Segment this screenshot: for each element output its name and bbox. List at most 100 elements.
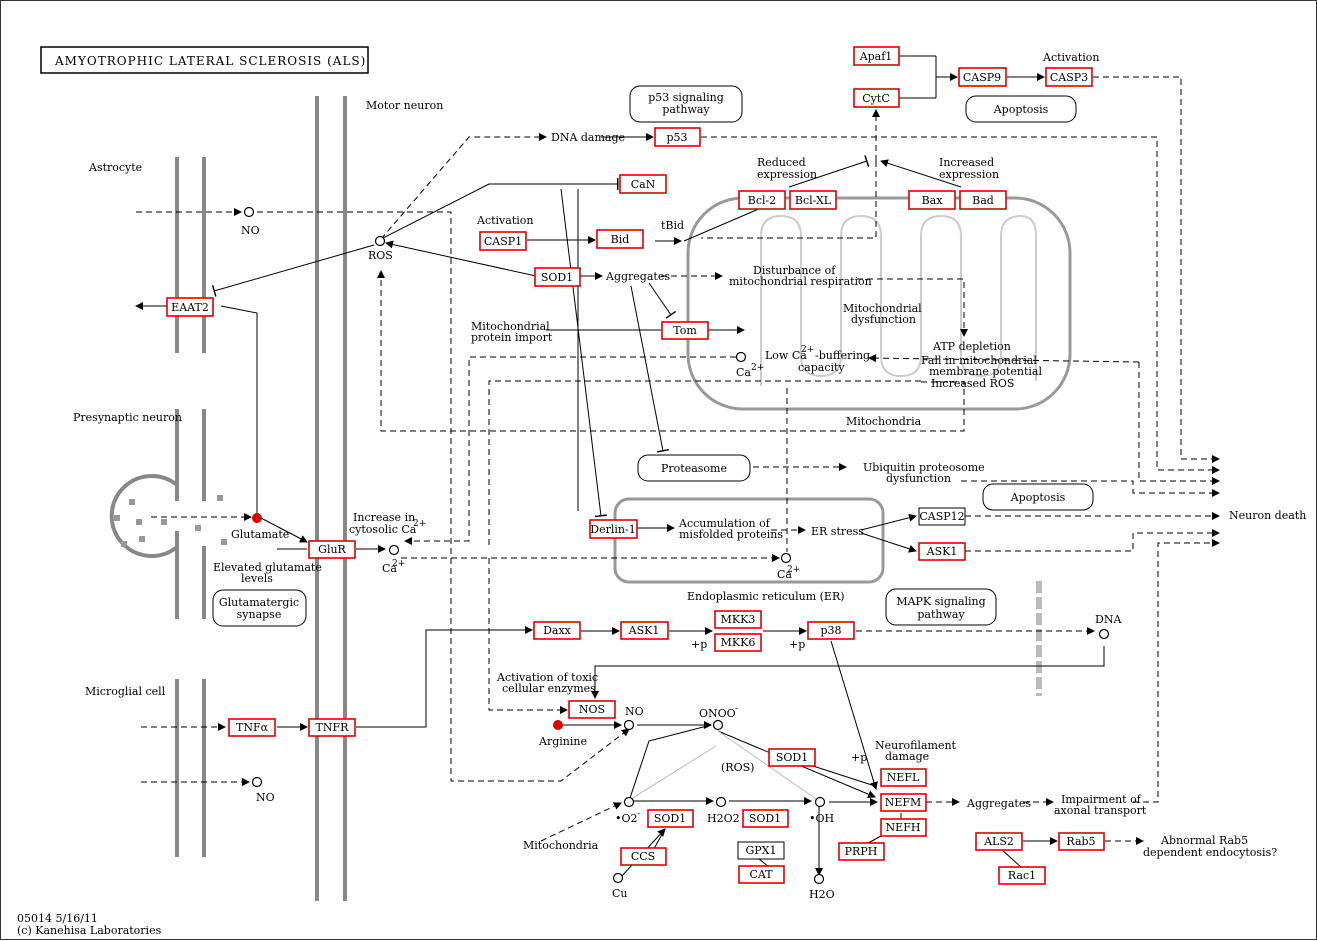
svg-text:dysfunction: dysfunction <box>851 313 916 326</box>
pathway-apoptosis-top[interactable]: Apoptosis <box>965 95 1077 123</box>
svg-text:Tom: Tom <box>673 324 697 337</box>
gene-nos[interactable]: NOS <box>568 700 616 719</box>
svg-text:Activation: Activation <box>1042 51 1099 64</box>
svg-text:Activation of toxic: Activation of toxic <box>496 671 598 684</box>
svg-text:ROS: ROS <box>368 249 393 262</box>
svg-text:MAPK signaling: MAPK signaling <box>896 595 985 608</box>
svg-text:membrane potential: membrane potential <box>929 365 1042 378</box>
gene-sod1-h2o2[interactable]: SOD1 <box>742 809 789 828</box>
gene-tnfa[interactable]: TNFα <box>228 718 276 737</box>
gene-casp12[interactable]: CASP12 <box>918 507 966 526</box>
svg-text:CaN: CaN <box>631 178 656 191</box>
gene-bad[interactable]: Bad <box>959 190 1007 210</box>
svg-text:Microglial cell: Microglial cell <box>85 685 166 698</box>
gene-rab5[interactable]: Rab5 <box>1058 832 1105 851</box>
svg-text:2+: 2+ <box>751 363 764 373</box>
svg-text:NEFH: NEFH <box>886 821 921 834</box>
gene-derlin1[interactable]: Derlin-1 <box>589 519 638 539</box>
gene-glur[interactable]: GluR <box>308 540 356 559</box>
svg-text:cytosolic Ca: cytosolic Ca <box>349 523 417 536</box>
gene-nefh[interactable]: NEFH <box>880 818 927 837</box>
compound-no-astrocyte <box>243 206 255 218</box>
gene-casp1[interactable]: CASP1 <box>479 231 527 251</box>
svg-text:pathway: pathway <box>917 608 965 621</box>
svg-text:Fall in mitochondrial: Fall in mitochondrial <box>921 354 1037 367</box>
svg-text:ER stress: ER stress <box>811 525 864 538</box>
compound-arginine <box>553 720 563 730</box>
gene-bax[interactable]: Bax <box>908 190 956 210</box>
compound-hydroxyl <box>814 796 826 808</box>
svg-text:-buffering: -buffering <box>815 349 870 362</box>
gene-als2[interactable]: ALS2 <box>975 832 1023 851</box>
gene-rac1[interactable]: Rac1 <box>998 866 1046 885</box>
presynaptic-terminal <box>109 474 227 558</box>
svg-text:Derlin-1: Derlin-1 <box>590 523 635 536</box>
svg-text:NO: NO <box>241 224 260 237</box>
svg-text:Bax: Bax <box>922 194 944 207</box>
svg-text:MKK3: MKK3 <box>721 613 756 626</box>
svg-text:CASP9: CASP9 <box>963 71 1001 84</box>
gene-p53[interactable]: p53 <box>654 127 701 147</box>
svg-text:Mitochondrial: Mitochondrial <box>843 302 922 315</box>
compound-ca-mito <box>735 351 747 363</box>
compound-no-microglia <box>251 776 263 788</box>
svg-text:DNA: DNA <box>1095 613 1122 626</box>
compound-superoxide <box>623 796 635 808</box>
gene-mkk3[interactable]: MKK3 <box>714 610 762 629</box>
svg-text:+p: +p <box>691 638 707 651</box>
diagram-labels: Activation Motor neuron Astrocyte NO DNA… <box>17 51 1306 937</box>
gene-sod1-onoo[interactable]: SOD1 <box>768 748 816 767</box>
gene-bid[interactable]: Bid <box>596 229 644 249</box>
svg-text:DNA damage: DNA damage <box>551 131 625 144</box>
svg-text:Astrocyte: Astrocyte <box>88 161 142 174</box>
gene-gpx1[interactable]: GPX1 <box>737 841 785 860</box>
svg-text:GPX1: GPX1 <box>745 844 776 857</box>
gene-nefl[interactable]: NEFL <box>880 768 927 787</box>
gene-prph[interactable]: PRPH <box>838 842 885 861</box>
svg-text:capacity: capacity <box>798 361 845 374</box>
svg-text:p38: p38 <box>820 624 841 637</box>
footer-code: 05014 5/16/11 <box>17 912 98 925</box>
gene-ccs[interactable]: CCS <box>620 847 667 866</box>
gene-nefm[interactable]: NEFM <box>880 793 927 812</box>
svg-text:Reduced: Reduced <box>757 156 806 169</box>
gene-casp3[interactable]: CASP3 <box>1045 67 1093 87</box>
svg-text:p53: p53 <box>666 131 687 144</box>
compound-ca-glur <box>388 544 400 556</box>
gene-cytc[interactable]: CytC <box>853 88 900 108</box>
pathway-proteasome[interactable]: Proteasome <box>637 454 751 482</box>
gene-apaf1[interactable]: Apaf1 <box>853 46 900 66</box>
gene-ask1[interactable]: ASK1 <box>620 621 669 640</box>
gene-tom[interactable]: Tom <box>661 321 709 340</box>
gene-mkk6[interactable]: MKK6 <box>714 633 762 652</box>
gene-can[interactable]: CaN <box>619 174 667 194</box>
svg-text:ATP depletion: ATP depletion <box>932 340 1011 353</box>
svg-text:Ca: Ca <box>777 568 792 581</box>
svg-text:Bcl-2: Bcl-2 <box>748 194 776 207</box>
gene-bclxl[interactable]: Bcl-XL <box>789 190 837 210</box>
pathway-apoptosis-mid[interactable]: Apoptosis <box>982 483 1094 511</box>
compound-h2o <box>813 873 825 885</box>
gene-bcl2[interactable]: Bcl-2 <box>738 190 786 210</box>
compound-nodes <box>243 206 1110 885</box>
gene-daxx[interactable]: Daxx <box>533 621 581 640</box>
gene-casp9[interactable]: CASP9 <box>958 67 1007 87</box>
svg-text:Accumulation of: Accumulation of <box>678 517 771 530</box>
gene-eaat2[interactable]: EAAT2 <box>166 297 214 317</box>
svg-text:Aggregates: Aggregates <box>966 797 1031 810</box>
gene-tnfr[interactable]: TNFR <box>308 718 356 737</box>
svg-text:NEFM: NEFM <box>885 796 922 809</box>
gene-sod1-o2[interactable]: SOD1 <box>647 809 694 828</box>
svg-text:ALS2: ALS2 <box>983 835 1014 848</box>
gene-p38[interactable]: p38 <box>807 621 855 640</box>
gene-cat[interactable]: CAT <box>738 865 785 884</box>
gene-sod1-main[interactable]: SOD1 <box>534 267 581 287</box>
compound-glutamate <box>252 513 262 523</box>
svg-text:Bad: Bad <box>972 194 994 207</box>
svg-text:dependent endocytosis?: dependent endocytosis? <box>1143 846 1277 859</box>
gene-ask1-er[interactable]: ASK1 <box>918 542 966 561</box>
